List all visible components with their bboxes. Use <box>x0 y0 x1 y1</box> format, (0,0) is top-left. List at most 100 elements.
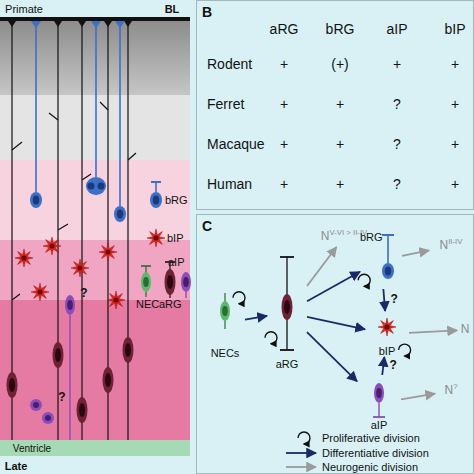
panel-letter: C <box>202 219 212 234</box>
legend-label: bIP <box>167 232 184 244</box>
decor-line <box>35 21 37 192</box>
table-cell: bRG <box>326 22 355 37</box>
decor-use <box>150 192 162 208</box>
table-cell: aIP <box>386 22 407 37</box>
decor-path <box>8 21 132 27</box>
decor-line <box>151 181 161 183</box>
annotation-label: Late <box>5 460 28 472</box>
annotation-label: Ventricle <box>13 443 51 454</box>
legend-label: aIP <box>168 256 185 268</box>
decor-line <box>155 182 157 192</box>
neuron-label: N <box>461 323 470 336</box>
cell-node: bRG <box>360 231 402 289</box>
division-legend-samples <box>286 432 316 467</box>
decor-use <box>71 259 89 277</box>
decor-line <box>81 21 82 440</box>
table-cell: + <box>336 177 344 192</box>
differentiative-arrow <box>245 316 267 320</box>
differentiative-arrow <box>307 317 365 329</box>
decor-circle <box>45 415 51 421</box>
decor-use <box>382 263 394 279</box>
table-cell: + <box>336 137 344 152</box>
legend-label: Proliferative division <box>322 432 420 444</box>
decor-circle <box>30 399 42 411</box>
cell-icon <box>267 255 307 370</box>
decor-use <box>65 295 75 315</box>
decor-use <box>107 291 125 309</box>
cell-label: aIP <box>371 419 388 431</box>
decor-use <box>147 229 165 247</box>
cell-label: aRG <box>276 358 299 370</box>
decor-line <box>280 349 294 351</box>
cell-label: NECs <box>211 347 240 359</box>
table-cell: bIP <box>444 22 465 37</box>
legend-label: aRG <box>159 298 182 310</box>
decor-ellipse <box>86 177 106 195</box>
table-cell: Macaque <box>207 137 265 152</box>
neurogenic-arrow <box>307 247 336 286</box>
decor-rect <box>0 21 190 95</box>
decor-line <box>141 265 151 267</box>
decor-line <box>387 235 389 263</box>
annotation-label: ? <box>58 391 65 404</box>
edge-label: ? <box>391 293 398 306</box>
neuron-label: N? <box>444 384 457 397</box>
annotation-label: Primate <box>5 3 43 15</box>
cell-label: bIP <box>379 345 396 357</box>
decor-path <box>298 432 310 444</box>
cortical-layers <box>0 17 190 456</box>
differentiative-arrow <box>383 289 385 311</box>
neuron-output: N? <box>435 380 467 402</box>
arg-endfeet <box>8 21 132 27</box>
table-cell: + <box>451 177 459 192</box>
table-cell: Ferret <box>207 97 244 112</box>
cell-node: NECs <box>205 287 245 359</box>
decor-path <box>31 21 125 28</box>
decor-use <box>114 206 126 222</box>
neurogenic-arrow <box>401 394 435 400</box>
text-superscript: II-IV <box>448 237 462 246</box>
legend-label: Neurogenic division <box>322 461 418 473</box>
table-cell: + <box>451 97 459 112</box>
decor-circle <box>33 402 39 408</box>
decor-use <box>374 383 384 403</box>
text-superscript: ? <box>453 382 457 391</box>
legend-label: NEC <box>136 298 159 310</box>
neuron-label: NII-IV <box>440 239 463 252</box>
decor-rect <box>0 440 190 456</box>
decor-circle <box>42 412 54 424</box>
decor-line <box>286 452 316 454</box>
annotation-label: ? <box>80 287 87 300</box>
proliferative-curl <box>358 274 370 286</box>
decor-use <box>7 372 18 398</box>
decor-use <box>103 367 114 393</box>
decor-rect <box>0 17 190 21</box>
table-cell: + <box>280 97 288 112</box>
neurogenic-arrow <box>409 330 457 332</box>
table-cell: + <box>280 177 288 192</box>
decor-line <box>95 21 97 177</box>
decor-use <box>30 192 42 208</box>
table-cell: + <box>280 57 288 72</box>
table-cell: aRG <box>270 22 299 37</box>
decor-use <box>220 301 230 321</box>
decor-use <box>77 397 88 423</box>
decor-use <box>43 237 61 255</box>
table-cell: ? <box>393 177 401 192</box>
decor-rect <box>0 240 190 300</box>
decor-path <box>12 102 136 300</box>
brg-endfeet <box>31 21 125 28</box>
text-base: N <box>440 238 449 252</box>
aip-cells <box>30 295 75 440</box>
text-base: N <box>444 383 453 397</box>
cell-node: aRG <box>267 255 307 370</box>
decor-line <box>286 466 316 468</box>
proliferative-curl <box>233 292 245 304</box>
table-cell: Human <box>207 177 252 192</box>
table-cell: + <box>280 137 288 152</box>
text-base: N <box>321 229 330 243</box>
decor-use <box>141 272 151 292</box>
